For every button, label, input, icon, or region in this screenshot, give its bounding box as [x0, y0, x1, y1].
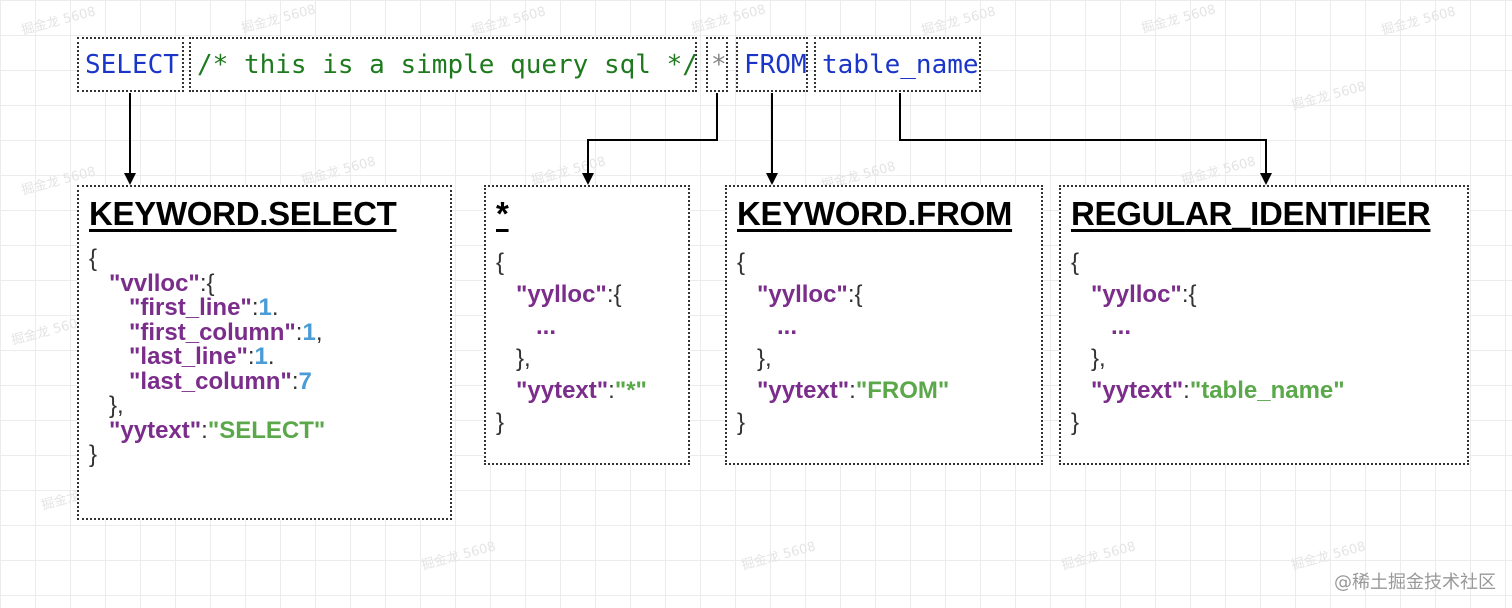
node-json: { "yylloc":{ ... }, "yytext":"table_name… — [1071, 249, 1345, 436]
star-node: * { "yylloc":{ ... }, "yytext":"*" } — [484, 185, 690, 465]
json-string: "FROM" — [855, 377, 950, 404]
comment-token: /* this is a simple query sql */ — [189, 37, 698, 92]
node-json: { "vvlloc":{ "first_line":1. "first_colu… — [89, 245, 326, 468]
json-number: 1 — [302, 318, 316, 346]
table-name-token: table_name — [814, 37, 981, 92]
node-json: { "yylloc":{ ... }, "yytext":"*" } — [496, 249, 647, 436]
json-string: "*" — [614, 377, 647, 404]
json-key: "last_line" — [129, 343, 248, 370]
brace-open: { — [496, 249, 505, 276]
json-punct: }, — [757, 345, 772, 372]
json-key: "yytext" — [516, 377, 609, 404]
json-punct: :{ — [199, 269, 215, 297]
json-string: "table_name" — [1189, 377, 1345, 404]
from-token: FROM — [736, 37, 808, 92]
json-key: "yytext" — [1091, 377, 1184, 404]
json-punct: }, — [109, 392, 124, 419]
node-title: * — [496, 195, 509, 232]
json-ellipsis: ... — [1111, 313, 1132, 340]
arrow-table-name — [899, 93, 1272, 185]
brace-close: } — [89, 441, 98, 468]
keyword-from-node: KEYWORD.FROM { "yylloc":{ ... }, "yytext… — [725, 185, 1043, 465]
footer-credit: @稀土掘金技术社区 — [1334, 572, 1496, 593]
json-punct: :{ — [606, 281, 622, 308]
node-title: REGULAR_IDENTIFIER — [1071, 195, 1431, 232]
json-key: "last_column" — [129, 367, 292, 395]
brace-close: } — [737, 409, 746, 436]
json-punct: :{ — [1181, 281, 1197, 308]
json-key: "yytext" — [109, 416, 202, 444]
json-key: "vvlloc" — [109, 269, 200, 297]
node-title: KEYWORD.FROM — [737, 195, 1013, 232]
arrow-star — [582, 93, 718, 185]
json-key: "first_line" — [129, 294, 252, 321]
json-punct: }, — [1091, 345, 1106, 372]
brace-open: { — [89, 245, 98, 272]
brace-open: { — [1071, 249, 1080, 276]
json-key: "yylloc" — [757, 281, 848, 308]
regular-identifier-node: REGULAR_IDENTIFIER { "yylloc":{ ... }, "… — [1059, 185, 1469, 465]
json-ellipsis: ... — [777, 313, 798, 340]
brace-open: { — [737, 249, 746, 276]
json-key: "yylloc" — [516, 281, 607, 308]
keyword-select-node: KEYWORD.SELECT { "vvlloc":{ "first_line"… — [77, 185, 452, 520]
json-number: 1 — [254, 343, 268, 370]
json-number: 1 — [258, 294, 272, 321]
json-punct: :{ — [847, 281, 863, 308]
node-json: { "yylloc":{ ... }, "yytext":"FROM" } — [737, 249, 950, 436]
json-punct: }, — [516, 345, 531, 372]
json-key: "yylloc" — [1091, 281, 1182, 308]
star-token: * — [706, 37, 728, 92]
brace-close: } — [1071, 409, 1080, 436]
json-key: "first_column" — [129, 318, 296, 346]
json-key: "yytext" — [757, 377, 850, 404]
json-ellipsis: ... — [536, 313, 557, 340]
json-string: "SELECT" — [207, 416, 326, 444]
select-token: SELECT — [77, 37, 184, 92]
brace-close: } — [496, 409, 505, 436]
json-number: 7 — [298, 367, 312, 395]
node-title: KEYWORD.SELECT — [89, 195, 397, 232]
